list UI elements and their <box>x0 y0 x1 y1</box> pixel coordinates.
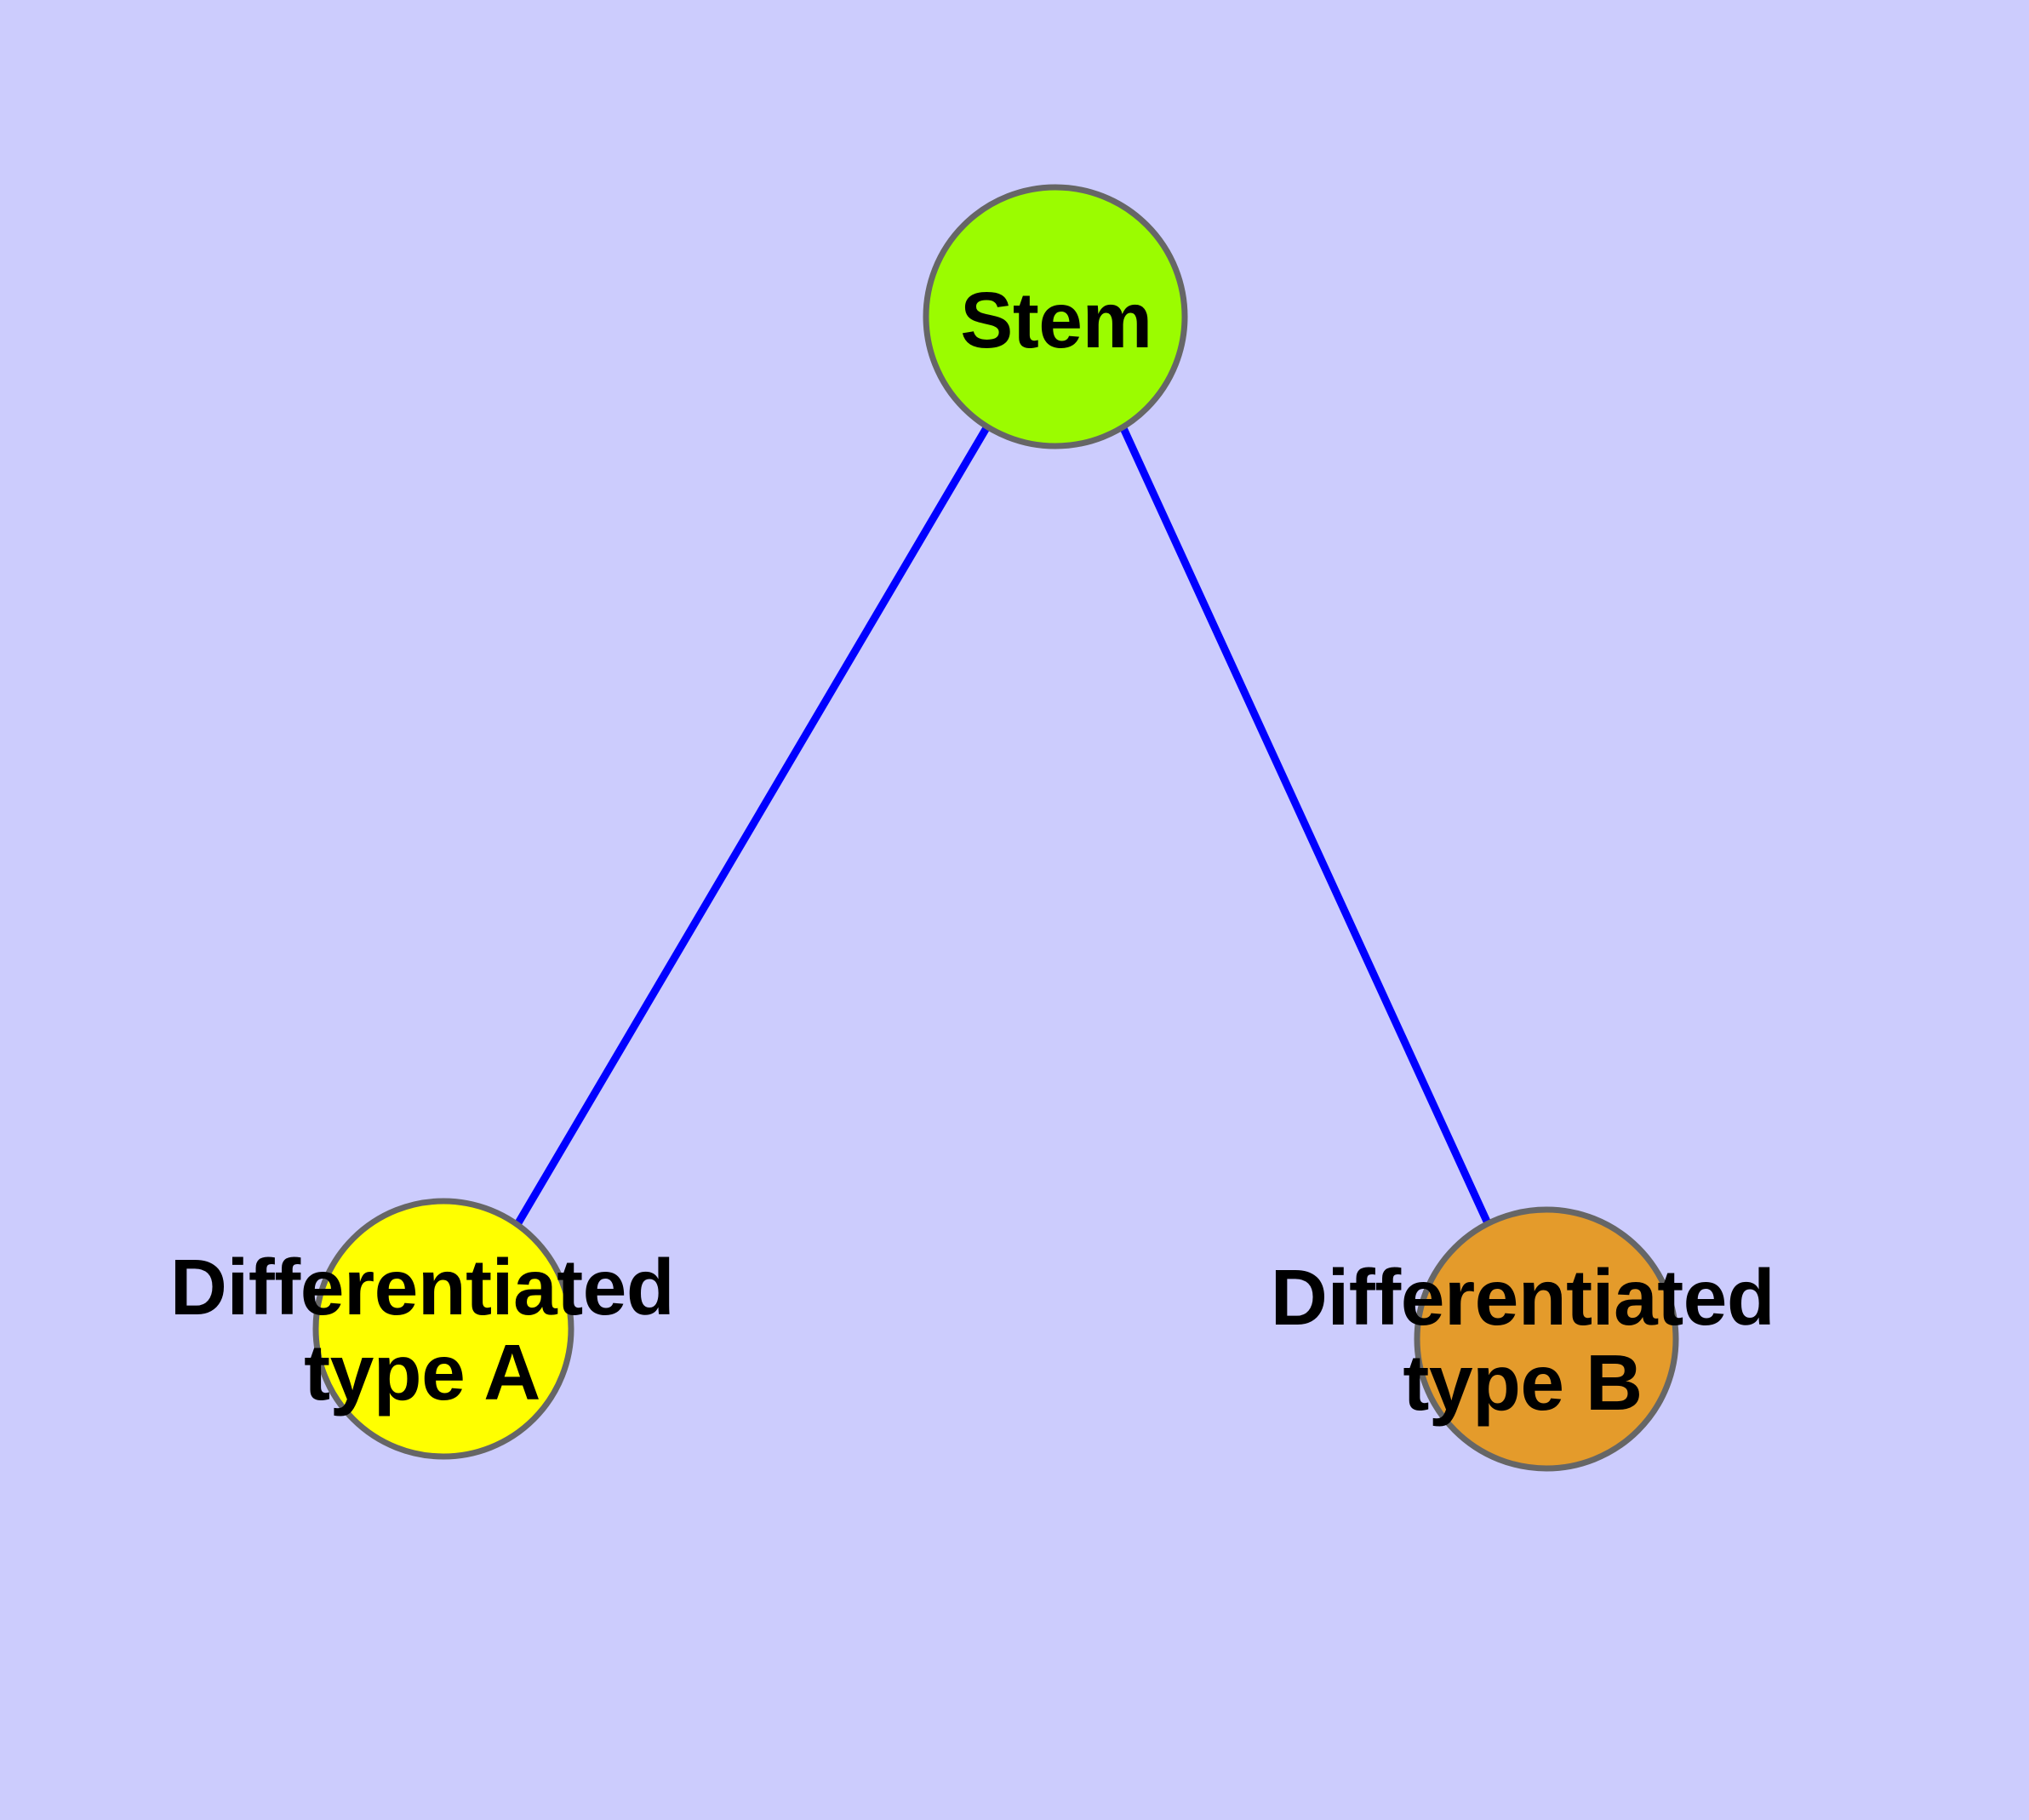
edge-stem-to-diff-b <box>1119 426 1492 1225</box>
node-stem[interactable] <box>923 184 1188 449</box>
edge-stem-to-diff-a <box>513 424 991 1228</box>
edges-layer <box>513 424 1492 1228</box>
node-diff-b[interactable] <box>1414 1206 1679 1472</box>
nodes-layer <box>312 184 1679 1472</box>
node-diff-a[interactable] <box>312 1198 574 1460</box>
